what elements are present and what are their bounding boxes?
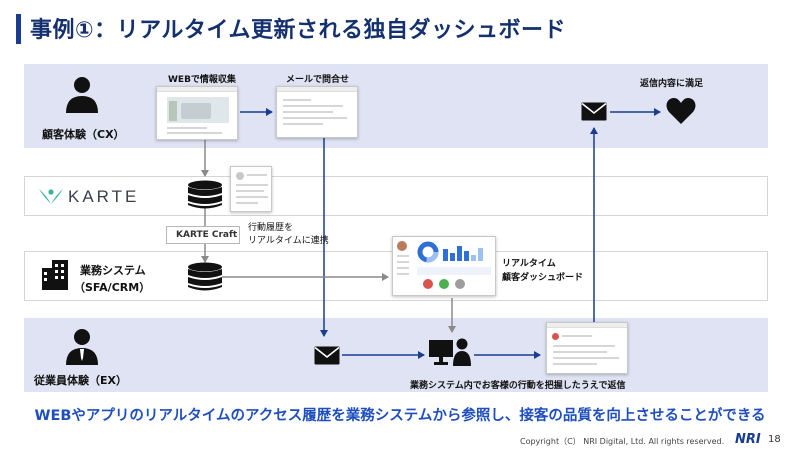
dashboard-bars bbox=[443, 243, 491, 261]
label-action-line1: 行動履歴を bbox=[248, 223, 294, 233]
label-dashboard-line1: リアルタイム bbox=[502, 259, 556, 269]
karte-logo-text: KARTE bbox=[68, 187, 140, 206]
heart-icon bbox=[666, 98, 696, 124]
person-icon bbox=[66, 77, 98, 113]
label-reply-satisfied: 返信内容に満足 bbox=[640, 79, 704, 89]
karte-logo-icon bbox=[39, 189, 63, 204]
employee-person-icon bbox=[66, 329, 98, 365]
database-icon bbox=[188, 262, 222, 291]
lane-label-ex: 従業員体験（EX） bbox=[34, 374, 127, 387]
operator-monitor-icon bbox=[429, 338, 471, 366]
lane-karte-band bbox=[24, 176, 768, 216]
nri-logo: NRI bbox=[735, 432, 761, 447]
title-accent-bar bbox=[16, 14, 21, 44]
dashboard-screenshot bbox=[392, 236, 496, 296]
web-page-screenshot bbox=[156, 86, 238, 140]
copyright-text: Copyright（C） NRI Digital, Ltd. All right… bbox=[520, 437, 725, 446]
karte-craft-badge: KARTE Craft bbox=[166, 226, 240, 244]
envelope-icon bbox=[314, 346, 340, 365]
bottom-message: WEBやアプリのリアルタイムのアクセス履歴を業務システムから参照し、接客の品質を… bbox=[34, 408, 766, 424]
label-ex-action: 業務システム内でお客様の行動を把握したうえで返信 bbox=[410, 381, 626, 391]
envelope-icon bbox=[581, 102, 607, 121]
label-dashboard-line2: 顧客ダッシュボード bbox=[502, 273, 584, 283]
database-icon bbox=[188, 180, 222, 209]
reply-mail-screenshot bbox=[546, 322, 628, 374]
mail-inquiry-screenshot bbox=[276, 86, 358, 138]
lane-label-biz-line2: （SFA/CRM） bbox=[74, 281, 151, 294]
dashboard-donut bbox=[417, 241, 439, 263]
karte-craft-label: KARTE Craft bbox=[176, 230, 238, 240]
page-number: 18 bbox=[768, 434, 781, 445]
lane-cx-band bbox=[24, 64, 768, 148]
karte-panel-screenshot bbox=[230, 166, 272, 212]
label-web-collect: WEBで情報収集 bbox=[168, 75, 236, 85]
page-title: 事例①：リアルタイム更新される独自ダッシュボード bbox=[30, 18, 566, 43]
building-icon bbox=[42, 260, 68, 290]
lane-label-biz-line1: 業務システム bbox=[80, 264, 146, 277]
label-action-line2: リアルタイムに連携 bbox=[248, 236, 329, 246]
label-mail-inquiry: メールで問合せ bbox=[286, 75, 350, 85]
lane-label-cx: 顧客体験（CX） bbox=[42, 128, 125, 141]
